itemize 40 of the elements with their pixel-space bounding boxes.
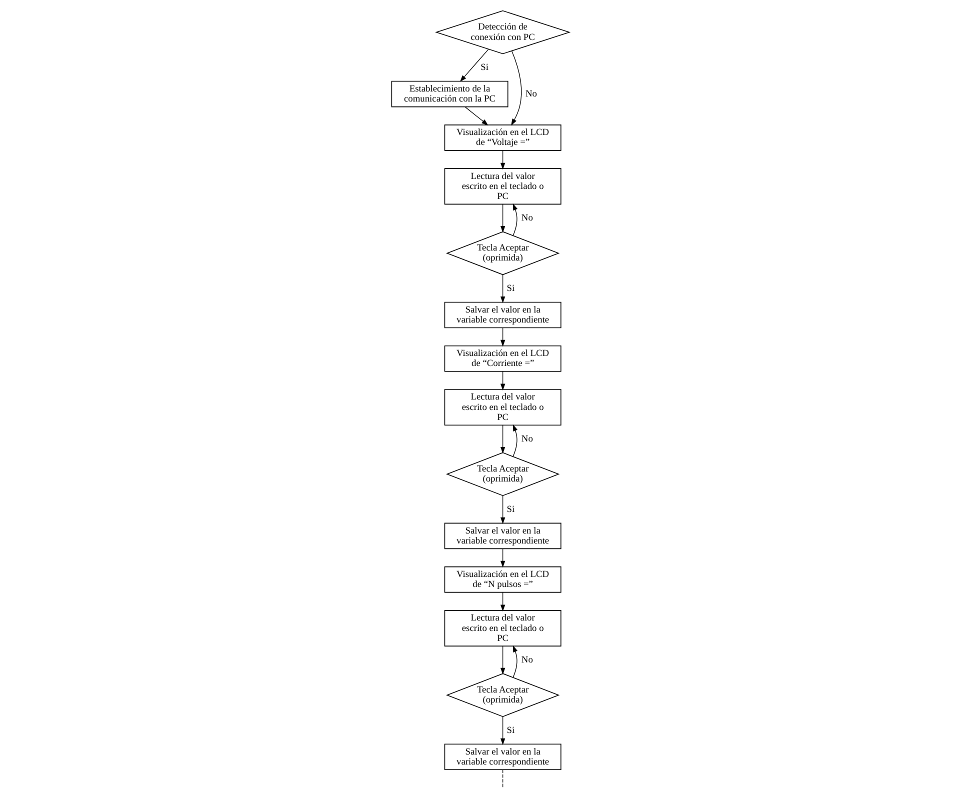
arrow — [500, 150, 505, 170]
arrow — [510, 50, 522, 126]
node-box: Lectura del valor escrito en el teclado o PC — [444, 168, 561, 205]
node-box: Salvar el valor en la variable correspondiente — [444, 302, 561, 328]
arrow — [500, 646, 505, 675]
node-diamond: Tecla Aceptar (oprimida) — [445, 673, 560, 717]
arrow — [500, 548, 505, 568]
arrow — [512, 645, 518, 678]
node-box: Establecimiento de la comunicación con la PC — [390, 80, 508, 108]
node-box: Lectura del valor escrito en el teclado o PC — [444, 389, 561, 426]
edge-label: Si — [506, 726, 514, 736]
node-diamond: Tecla Aceptar (oprimida) — [445, 452, 560, 496]
arrow — [500, 328, 505, 347]
node-box: Salvar el valor en la variable correspondiente — [444, 522, 561, 550]
node-diamond: Tecla Aceptar (oprimida) — [445, 231, 560, 276]
connector — [502, 769, 503, 788]
edge-label: No — [520, 655, 532, 666]
node-box: Visualización en el LCD de “N pulsos =” — [444, 566, 561, 593]
arrow — [464, 106, 488, 126]
arrow — [500, 424, 505, 454]
node-box: Lectura del valor escrito en el teclado o PC — [444, 610, 561, 646]
arrow — [459, 49, 488, 82]
node-box: Visualización en el LCD de “Corriente =” — [444, 345, 561, 372]
edge-label: Si — [506, 504, 514, 515]
node-diamond: Detección de conexión con PC — [434, 10, 570, 54]
arrow — [500, 371, 505, 391]
arrow — [500, 274, 505, 304]
edge-label: No — [520, 213, 532, 224]
arrow — [512, 203, 518, 236]
node-box: Visualización en el LCD de “Voltaje =” — [444, 124, 561, 151]
edge-label: Si — [480, 62, 488, 73]
arrow — [500, 716, 505, 746]
edge-label: No — [524, 90, 536, 100]
arrow — [500, 204, 505, 233]
edge-label: Si — [506, 284, 514, 294]
arrow — [500, 592, 505, 612]
arrow — [512, 424, 518, 457]
edge-label: No — [520, 434, 532, 444]
node-box: Salvar el valor en la variable correspondiente — [444, 744, 561, 770]
arrow — [500, 495, 505, 524]
